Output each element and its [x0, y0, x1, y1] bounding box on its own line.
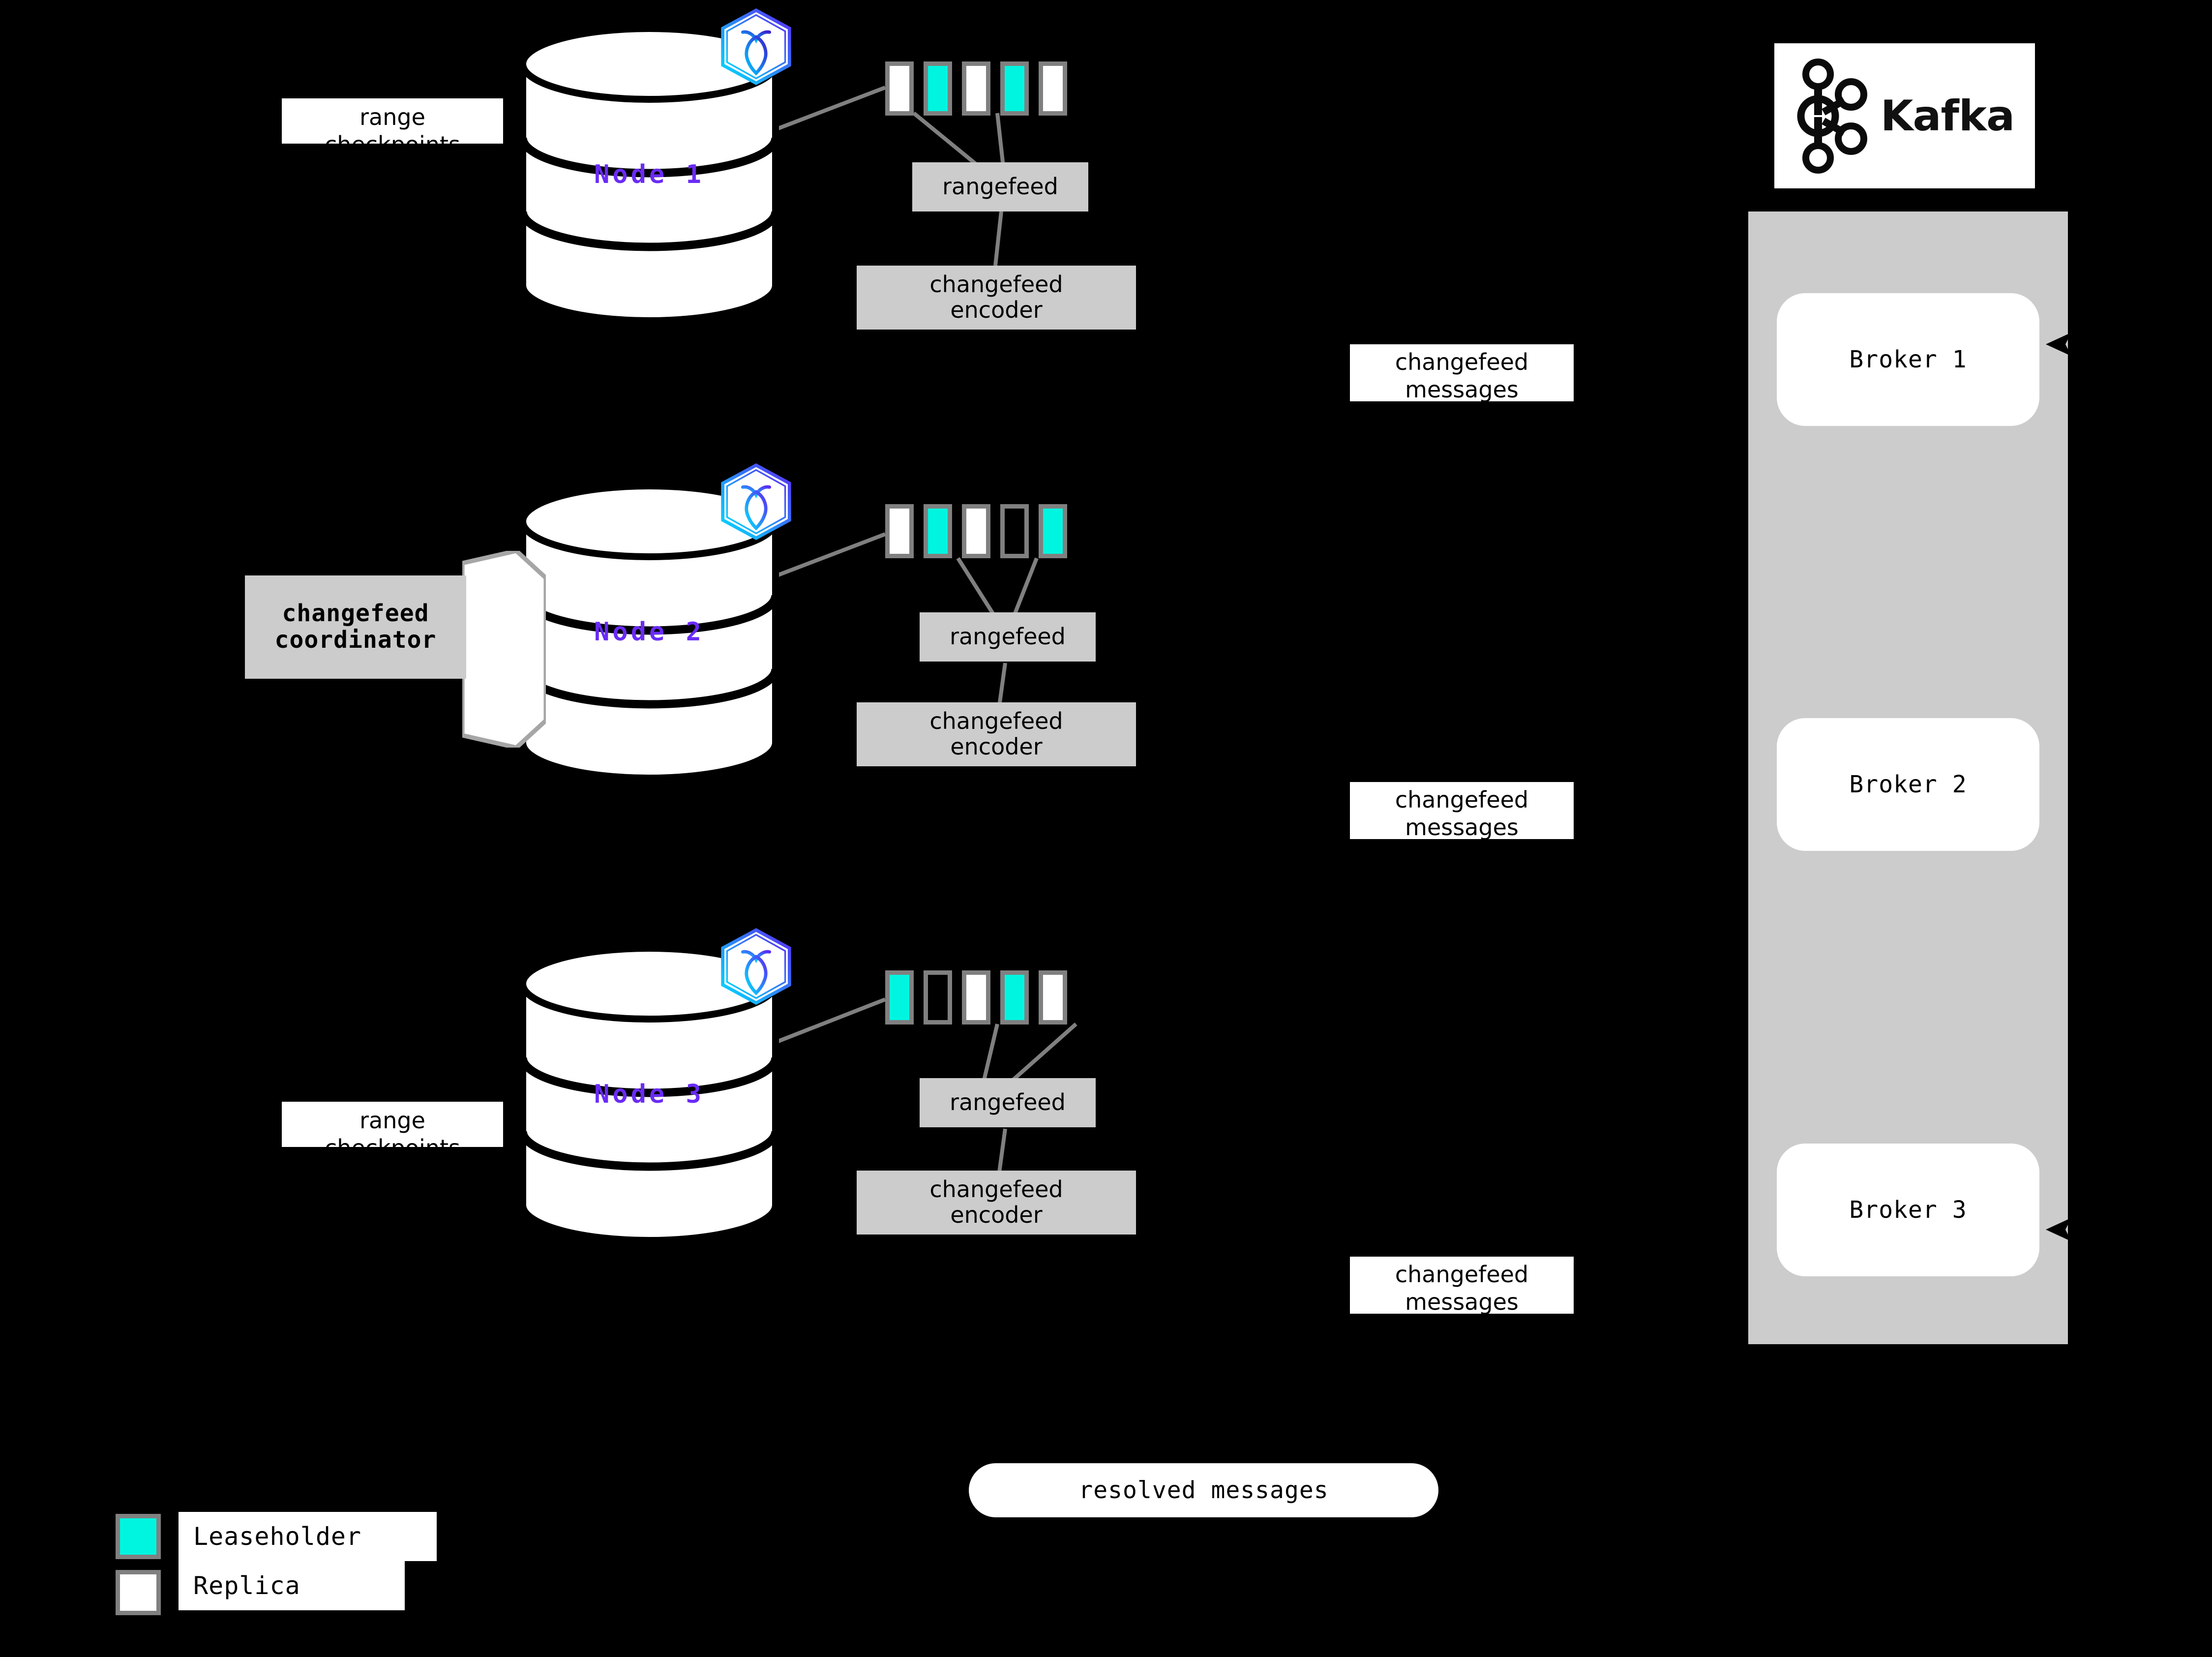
range-box[interactable]	[1000, 504, 1029, 558]
kafka-inbound-arrow-icon	[2046, 332, 2071, 356]
node-1-changefeed-encoder-box[interactable]: changefeed encoder	[857, 266, 1136, 330]
node-2-range-row	[885, 504, 1067, 558]
kafka-broker-1[interactable]: Broker 1	[1777, 293, 2039, 426]
cockroachdb-logo-icon	[718, 462, 794, 541]
range-box[interactable]	[962, 504, 990, 558]
node-3-range-checkpoints-label: range checkpoints	[282, 1102, 503, 1161]
node-1-database-cylinder: Node 1	[519, 27, 779, 322]
range-box[interactable]	[1039, 970, 1067, 1024]
node-1-range-row	[885, 61, 1067, 116]
range-box[interactable]	[885, 970, 914, 1024]
node-1-rangefeed-box[interactable]: rangefeed	[912, 162, 1088, 211]
kafka-wordmark: Kafka	[1880, 91, 2015, 141]
range-box[interactable]	[1000, 970, 1029, 1024]
range-box[interactable]	[924, 61, 952, 116]
range-box[interactable]	[962, 61, 990, 116]
changefeed-messages-label-1: changefeed messages	[1350, 344, 1574, 403]
resolved-messages-pill[interactable]: resolved messages	[969, 1463, 1438, 1517]
kafka-logo-icon	[1795, 57, 1869, 175]
changefeed-coordinator-box[interactable]: changefeed coordinator	[245, 575, 466, 679]
node-2-database-cylinder: Node 2	[519, 484, 779, 780]
range-box[interactable]	[924, 970, 952, 1024]
range-box[interactable]	[962, 970, 990, 1024]
legend-label-replica: Replica	[179, 1561, 405, 1610]
node-2-changefeed-encoder-box[interactable]: changefeed encoder	[857, 702, 1136, 766]
kafka-broker-2[interactable]: Broker 2	[1777, 718, 2039, 851]
node-3-range-row	[885, 970, 1067, 1024]
node-3-label: Node 3	[594, 1080, 704, 1109]
node-3-database-cylinder: Node 3	[519, 947, 779, 1242]
range-box[interactable]	[1000, 61, 1029, 116]
node-3-changefeed-encoder-box[interactable]: changefeed encoder	[857, 1171, 1136, 1235]
node-1-label: Node 1	[594, 160, 704, 189]
changefeed-messages-label-3: changefeed messages	[1350, 1257, 1574, 1315]
node-2-label: Node 2	[594, 617, 704, 647]
kafka-broker-3[interactable]: Broker 3	[1777, 1144, 2039, 1276]
node-2-rangefeed-box[interactable]: rangefeed	[920, 612, 1096, 662]
legend-swatch-leaseholder	[116, 1514, 161, 1559]
node-3-rangefeed-box[interactable]: rangefeed	[920, 1078, 1096, 1127]
range-box[interactable]	[924, 504, 952, 558]
range-box[interactable]	[1039, 61, 1067, 116]
node-1-range-checkpoints-label: range checkpoints	[282, 98, 503, 158]
changefeed-messages-label-2: changefeed messages	[1350, 782, 1574, 841]
legend-swatch-replica	[116, 1570, 161, 1615]
cockroachdb-logo-icon	[718, 7, 794, 86]
range-box[interactable]	[885, 61, 914, 116]
range-box[interactable]	[885, 504, 914, 558]
changefeed-coordinator-pointer	[462, 551, 546, 748]
kafka-logo-box: Kafka	[1774, 43, 2035, 188]
cockroachdb-logo-icon	[718, 927, 794, 1006]
range-box[interactable]	[1039, 504, 1067, 558]
legend-label-leaseholder: Leaseholder	[179, 1512, 437, 1561]
kafka-inbound-arrow-icon	[2046, 1218, 2071, 1241]
